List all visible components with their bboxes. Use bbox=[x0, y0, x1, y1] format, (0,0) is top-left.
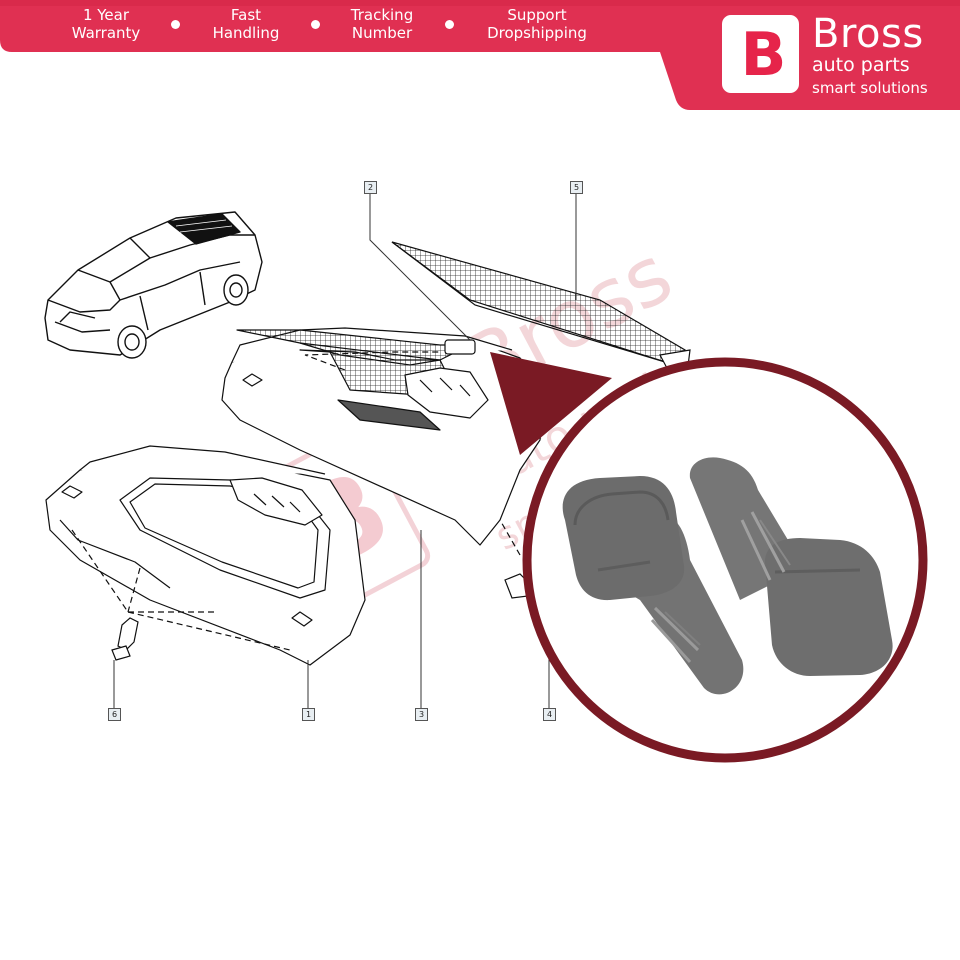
banner-background bbox=[0, 0, 960, 110]
feature-dropshipping-line2: Dropshipping bbox=[487, 24, 587, 42]
callout-tag-2: 2 bbox=[364, 181, 377, 194]
feature-handling-line1: Fast bbox=[230, 6, 262, 24]
feature-dropshipping: Support Dropshipping bbox=[478, 6, 596, 42]
parcel-shelf-middle bbox=[221, 327, 546, 546]
feature-handling: Fast Handling bbox=[198, 6, 294, 42]
feature-handling-line2: Handling bbox=[212, 24, 280, 42]
brand-logo-letter: B bbox=[740, 20, 787, 90]
feature-warranty-line2: Warranty bbox=[71, 24, 141, 42]
feature-tracking-line2: Number bbox=[351, 24, 413, 42]
feature-tracking-line1: Tracking bbox=[350, 6, 414, 24]
feature-warranty: 1 Year Warranty bbox=[58, 6, 154, 42]
cargo-net bbox=[391, 241, 691, 371]
callout-tag-1: 1 bbox=[302, 708, 315, 721]
callout-tag-3: 3 bbox=[415, 708, 428, 721]
bullet-dot bbox=[311, 20, 320, 29]
promo-banner: 1 Year Warranty Fast Handling Tracking N… bbox=[0, 0, 960, 110]
pointer-arrow bbox=[490, 352, 612, 455]
hook-clip-illustration bbox=[111, 617, 139, 661]
feature-warranty-line1: 1 Year bbox=[82, 6, 130, 24]
clip-part-left bbox=[562, 476, 744, 695]
brand-subtitle: auto parts bbox=[812, 54, 910, 76]
brand-tagline: smart solutions bbox=[812, 79, 928, 97]
brand-name: Bross bbox=[812, 11, 924, 57]
brand-logo: B bbox=[722, 15, 799, 93]
bullet-dot bbox=[171, 20, 180, 29]
dashed-leaders bbox=[71, 351, 521, 651]
callout-tag-4: 4 bbox=[543, 708, 556, 721]
callout-tag-6: 6 bbox=[108, 708, 121, 721]
car-illustration bbox=[44, 211, 263, 359]
parcel-shelf-bottom bbox=[45, 445, 366, 666]
clip-part-right bbox=[689, 457, 893, 676]
callout-tag-5: 5 bbox=[570, 181, 583, 194]
bullet-dot bbox=[445, 20, 454, 29]
feature-dropshipping-line1: Support bbox=[507, 6, 567, 24]
feature-tracking: Tracking Number bbox=[334, 6, 430, 42]
